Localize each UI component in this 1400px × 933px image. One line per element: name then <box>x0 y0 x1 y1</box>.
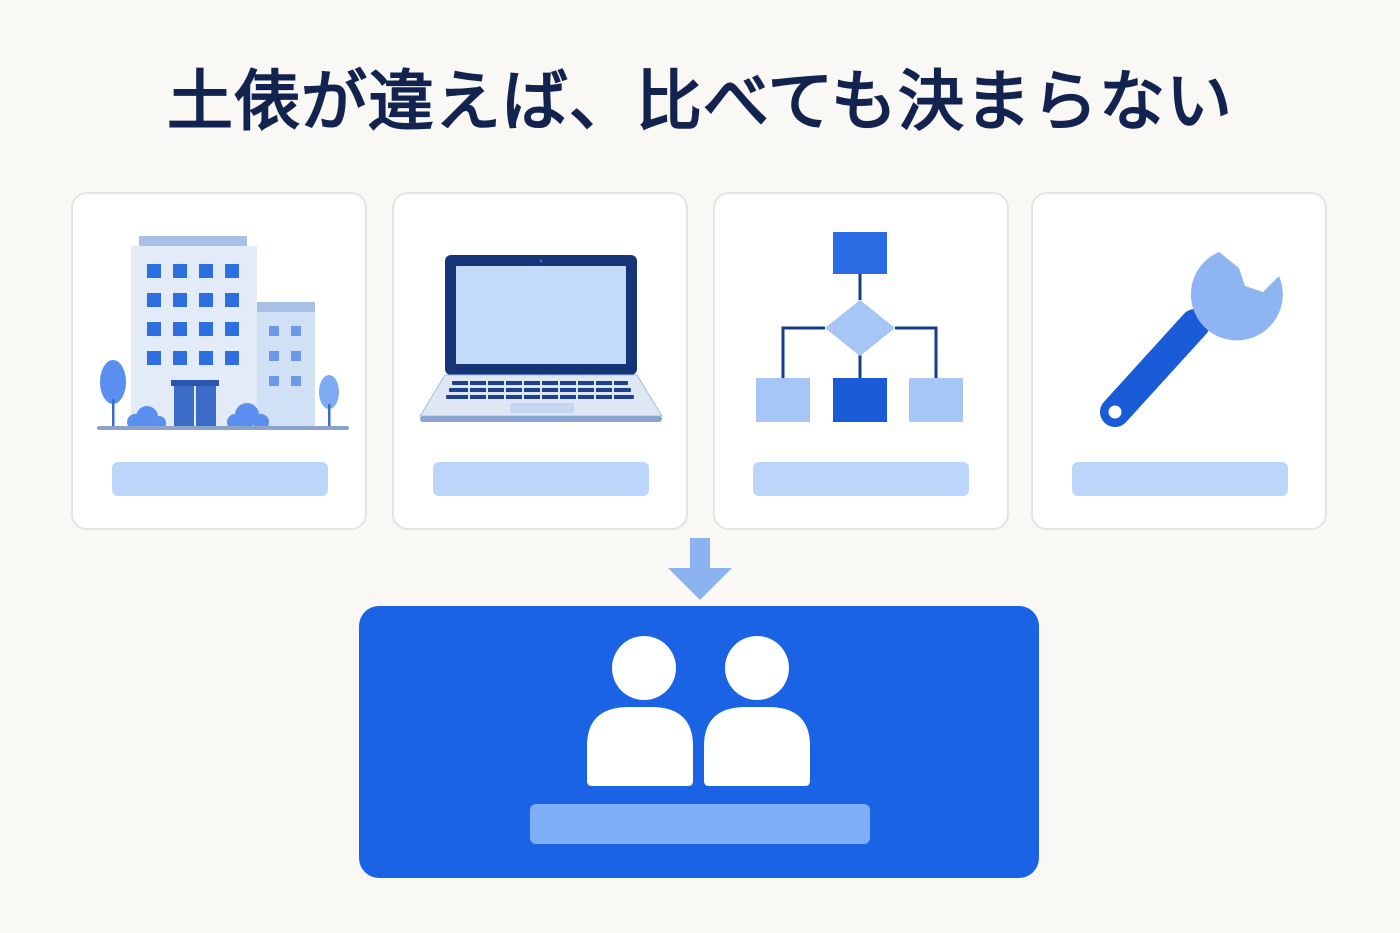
card-wrench-label-bar <box>1072 462 1288 496</box>
card-flowchart-label-bar <box>753 462 969 496</box>
card-laptop <box>392 192 688 530</box>
card-laptop-label-bar <box>433 462 649 496</box>
wrench-icon <box>1100 252 1283 427</box>
card-building <box>71 192 367 530</box>
card-wrench <box>1031 192 1327 530</box>
laptop-icon <box>419 255 663 422</box>
people-icon <box>587 636 810 786</box>
office-building-icon <box>97 236 349 430</box>
card-building-label-bar <box>112 462 328 496</box>
team-panel <box>359 606 1039 878</box>
team-panel-label-bar <box>530 804 870 844</box>
arrow-down-icon <box>668 538 732 600</box>
flowchart-icon <box>756 232 963 422</box>
card-flowchart <box>713 192 1009 530</box>
page-title: 土俵が違えば、比べても決まらない <box>166 63 1234 140</box>
